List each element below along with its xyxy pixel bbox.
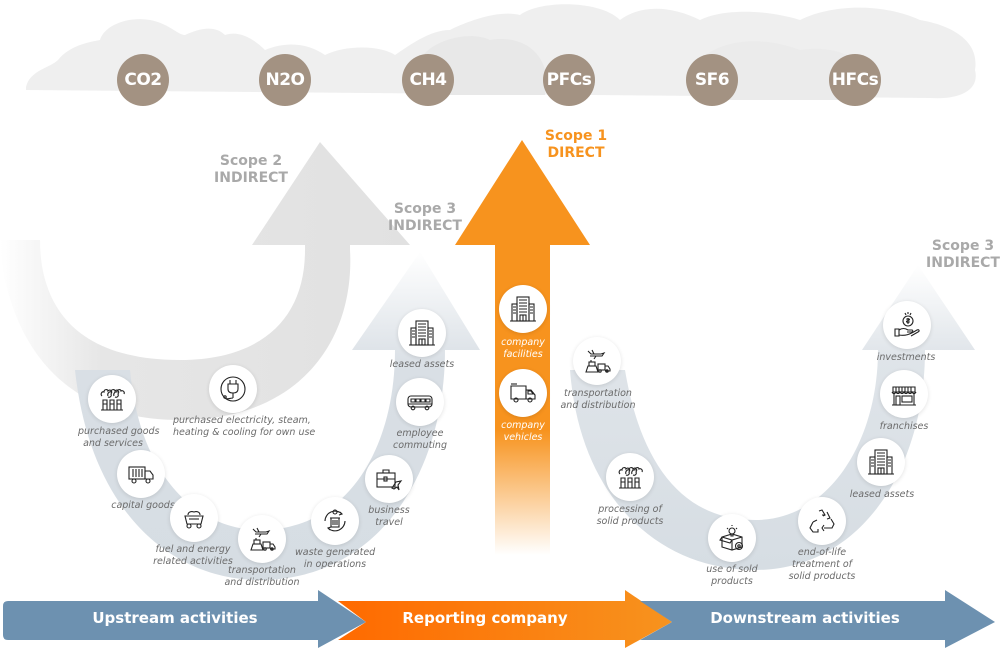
- storefront-icon: [889, 379, 919, 409]
- scope2-type: INDIRECT: [214, 170, 288, 186]
- downstream-activities-label: Downstream activities: [710, 609, 900, 627]
- reporting-company-label: Reporting company: [402, 609, 568, 627]
- label-franchises: franchises: [879, 421, 929, 432]
- mine-cart-icon: [179, 503, 209, 533]
- scope3-downstream-label: Scope 3 INDIRECT: [922, 238, 1000, 272]
- office-building-icon: [866, 447, 896, 477]
- gas-ch4: CH4: [402, 54, 454, 106]
- bus-icon: [405, 387, 435, 417]
- scope3-upstream-title: Scope 3: [393, 201, 457, 217]
- node-company-facilities: [499, 285, 547, 333]
- label-downstream-leased-assets: leased assets: [849, 489, 915, 500]
- factory-smoke-icon: [97, 384, 127, 414]
- upstream-activities-label: Upstream activities: [92, 609, 258, 627]
- waste-bin-recycle-icon: [320, 506, 350, 536]
- node-company-vehicles: [499, 369, 547, 417]
- node-capital-goods: [117, 450, 165, 498]
- node-processing-products: [606, 453, 654, 501]
- recycle-icon: [807, 506, 837, 536]
- transport-logistics-icon: [582, 346, 612, 376]
- node-upstream-leased-assets: [398, 309, 446, 357]
- scope2-arrow: [0, 142, 410, 420]
- node-employee-commuting: [396, 378, 444, 426]
- gas-pfcs: PFCs: [543, 54, 595, 106]
- label-investments: investments: [876, 352, 936, 363]
- scope1-type: DIRECT: [547, 145, 605, 161]
- gas-sf6: SF6: [686, 54, 738, 106]
- money-hand-icon: [892, 310, 922, 340]
- reporting-band: [338, 590, 672, 648]
- node-end-of-life: [798, 497, 846, 545]
- label-capital-goods: capital goods: [111, 500, 175, 511]
- node-purchased-electricity: [209, 365, 257, 413]
- label-purchased-electricity: purchased electricity, steam,heating & c…: [173, 415, 316, 438]
- scope1-arrow: [455, 140, 590, 555]
- node-franchises: [880, 370, 928, 418]
- node-waste-generated: [311, 497, 359, 545]
- node-investments: [883, 301, 931, 349]
- scope2-label: Scope 2 INDIRECT: [210, 153, 292, 187]
- gas-n2o: N2O: [259, 54, 311, 106]
- label-upstream-leased-assets: leased assets: [389, 359, 455, 370]
- node-upstream-transportation: [238, 515, 286, 563]
- node-business-travel: [365, 455, 413, 503]
- cargo-truck-icon: [126, 459, 156, 489]
- briefcase-plane-icon: [374, 464, 404, 494]
- node-fuel-energy: [170, 494, 218, 542]
- office-building-icon: [508, 294, 538, 324]
- downstream-band: [640, 590, 995, 648]
- node-downstream-transportation: [573, 337, 621, 385]
- upstream-band: [3, 590, 366, 648]
- scope3-downstream-arrow: [570, 265, 975, 570]
- electric-plug-icon: [218, 374, 248, 404]
- scope2-title: Scope 2: [219, 153, 283, 169]
- node-purchased-goods: [88, 375, 136, 423]
- box-gear-bulb-icon: [717, 523, 747, 553]
- scope3-upstream-label: Scope 3 INDIRECT: [384, 201, 466, 235]
- scope1-label: Scope 1 DIRECT: [538, 128, 614, 162]
- node-use-of-sold-products: [708, 514, 756, 562]
- value-chain-bar: [3, 590, 995, 648]
- scope3-upstream-type: INDIRECT: [388, 218, 462, 234]
- delivery-truck-icon: [508, 378, 538, 408]
- scope3-downstream-title: Scope 3: [931, 238, 995, 254]
- gas-co2: CO2: [117, 54, 169, 106]
- office-building-icon: [407, 318, 437, 348]
- factory-smoke-icon: [615, 462, 645, 492]
- gas-hfcs: HFCs: [829, 54, 881, 106]
- scope1-title: Scope 1: [544, 128, 608, 144]
- scope3-downstream-type: INDIRECT: [926, 255, 1000, 271]
- transport-logistics-icon: [247, 524, 277, 554]
- node-downstream-leased-assets: [857, 438, 905, 486]
